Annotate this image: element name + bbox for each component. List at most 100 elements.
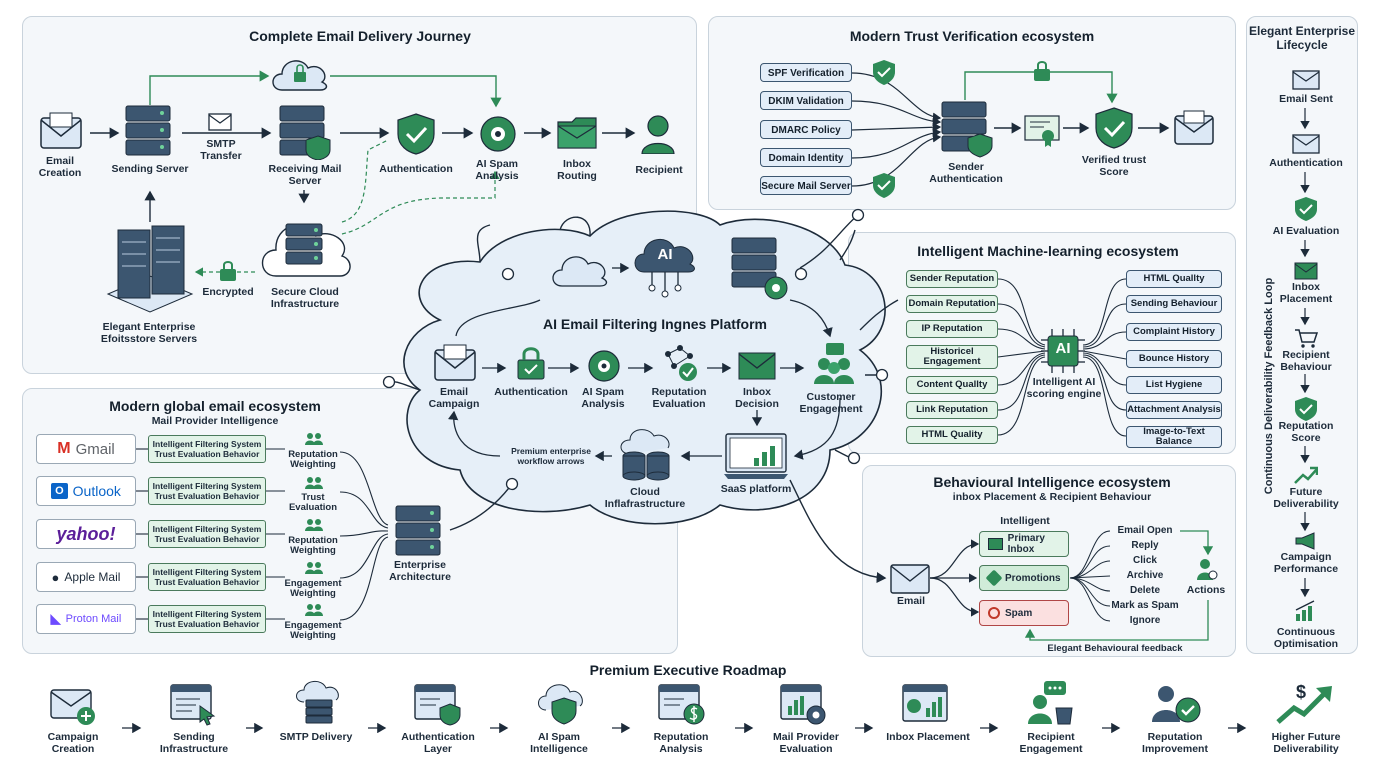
weight-label: Engagement Weighting [284,620,342,641]
envelope-icon [40,112,82,149]
lock-icon [1034,61,1050,81]
saas-label: SaaS platform [720,483,792,495]
primary-inbox-box: Primary Inbox [979,531,1069,557]
lifecycle-step: Recipient Behaviour [1280,349,1332,373]
users-icon [305,433,323,445]
behaviour-action: Reply [1131,540,1159,551]
behaviour-action: Archive [1126,570,1164,581]
behaviour-action: Ignore [1129,615,1161,626]
enterprise-servers-label: Elegant Enterprise Efoitsstore Servers [100,321,198,345]
behaviour-email-label: Email [896,595,925,607]
lifecycle-step: Inbox Placement [1279,281,1333,305]
ai-chip-icon [1041,329,1085,373]
ml-right-item: HTML Quallty [1126,270,1222,288]
engagement-users-icon [814,343,854,384]
apple-icon: ● [51,569,60,585]
roadmap-step: Inbox Placement [886,731,970,743]
behaviour-subtitle: inbox Placement & Recipient Behaviour [952,491,1152,503]
enterprise-arch-label: Enterprise Architecture [389,559,451,583]
trust-item: SPF Verification [760,63,852,82]
lifecycle-step: Continuous Optimisation [1273,626,1339,650]
ml-right-item: Bounce History [1126,350,1222,368]
inbox-icon [988,538,1003,550]
provider-proton[interactable]: ◣Proton Mail [36,604,136,634]
roadmap-step: Sending Infrastructure [159,731,229,755]
server-gear-icon [731,237,788,300]
filter-line: Intelligent Filtering System [152,481,262,491]
platform-step: Authentication [494,386,568,398]
promotions-box: Promotions [979,565,1069,591]
inbox-routing-label: Inbox Routing [557,158,597,182]
sending-server-label: Sending Server [111,163,189,175]
ml-left-item: Domain Reputation [906,295,998,313]
users-icon [305,562,323,574]
ml-left-item: Historicel Engagement [906,345,998,369]
ml-right-item: Complaint History [1126,323,1222,341]
weight-label: Trust Evaluation [288,492,338,513]
ai-brain-icon [480,116,516,152]
filter-line: Intelligent Filtering System [152,439,262,449]
shield-check-icon [873,173,895,198]
cloud-infra-platform-label: Cloud Inflafrastructure [604,486,686,510]
behaviour-title: Behavioural Intelligence ecosystem [933,474,1171,490]
outlook-icon: O [51,483,68,499]
provider-apple[interactable]: ●Apple Mail [36,562,136,592]
window-dollar-icon [658,684,705,725]
spam-analysis-label: AI Spam Analysis [475,158,519,182]
gmail-icon: M [57,440,71,457]
recipient-icon [641,115,675,154]
ml-title: Intelligent Machine-learning ecosystem [917,243,1179,259]
window-gear-icon [780,684,826,725]
filter-line: Trust Evaluation Behavior [154,577,260,587]
behaviour-action: Delete [1129,585,1160,596]
ai-brain-icon [588,350,620,382]
provider-name: Proton Mail [65,613,122,625]
trust-item: Secure Mail Server [760,176,852,195]
global-subtitle: Mail Provider Intelligence [151,415,279,427]
recipient-label: Recipient [635,164,683,176]
ml-left-item: IP Reputation [906,320,998,338]
cloud-database-icon [620,429,670,481]
sender-auth-label: Sender Authentication [929,161,1003,185]
platform-title: AI Email Filtering Ingnes Platform [542,316,768,332]
weight-label: Engagement Weighting [284,578,342,599]
verified-shield-icon [1095,107,1133,149]
roadmap-step: Reputation Improvement [1142,731,1208,755]
cloud-lock-icon [272,60,328,91]
enterprise-servers-icon [106,225,194,313]
trust-item: DMARC Policy [760,120,852,139]
lifecycle-step: Email Sent [1279,93,1333,105]
platform-step: AI Spam Analysis [581,386,625,410]
inbox-icon [1294,262,1318,280]
secure-cloud-icon [261,223,351,277]
inbox-folder-icon [557,117,597,149]
authentication-label: Authentication [379,163,453,175]
provider-yahoo[interactable]: yahoo! [36,519,136,549]
ml-right-item: List Hygiene [1126,376,1222,394]
shield-check-icon [1295,197,1317,221]
envelope-icon [1292,70,1320,90]
cloud-shield-icon [538,684,583,725]
filter-line: Trust Evaluation Behavior [154,491,260,501]
svg-text:$: $ [1296,682,1306,702]
smtp-envelope-icon [208,113,232,131]
provider-name: Outlook [72,483,121,499]
shield-check-icon [873,60,895,85]
filter-line: Trust Evaluation Behavior [154,449,260,459]
inbox-icon [738,352,776,380]
weight-label: Reputation Weighting [288,449,338,470]
platform-step: Inbox Decision [735,386,779,410]
lifecycle-step: AI Evaluation [1272,225,1340,237]
feedback-loop-label: Continuous Deliverability Feedback Loop [1263,277,1275,495]
roadmap-step: Campaign Creation [47,731,99,755]
users-icon [305,519,323,531]
verified-label: Verified trust Score [1081,154,1147,178]
encrypted-label: Encrypted [202,286,254,298]
ml-left-item: Sender Reputation [906,270,998,288]
lifecycle-step: Reputation Score [1278,420,1334,444]
shield-check-icon [1295,397,1317,421]
